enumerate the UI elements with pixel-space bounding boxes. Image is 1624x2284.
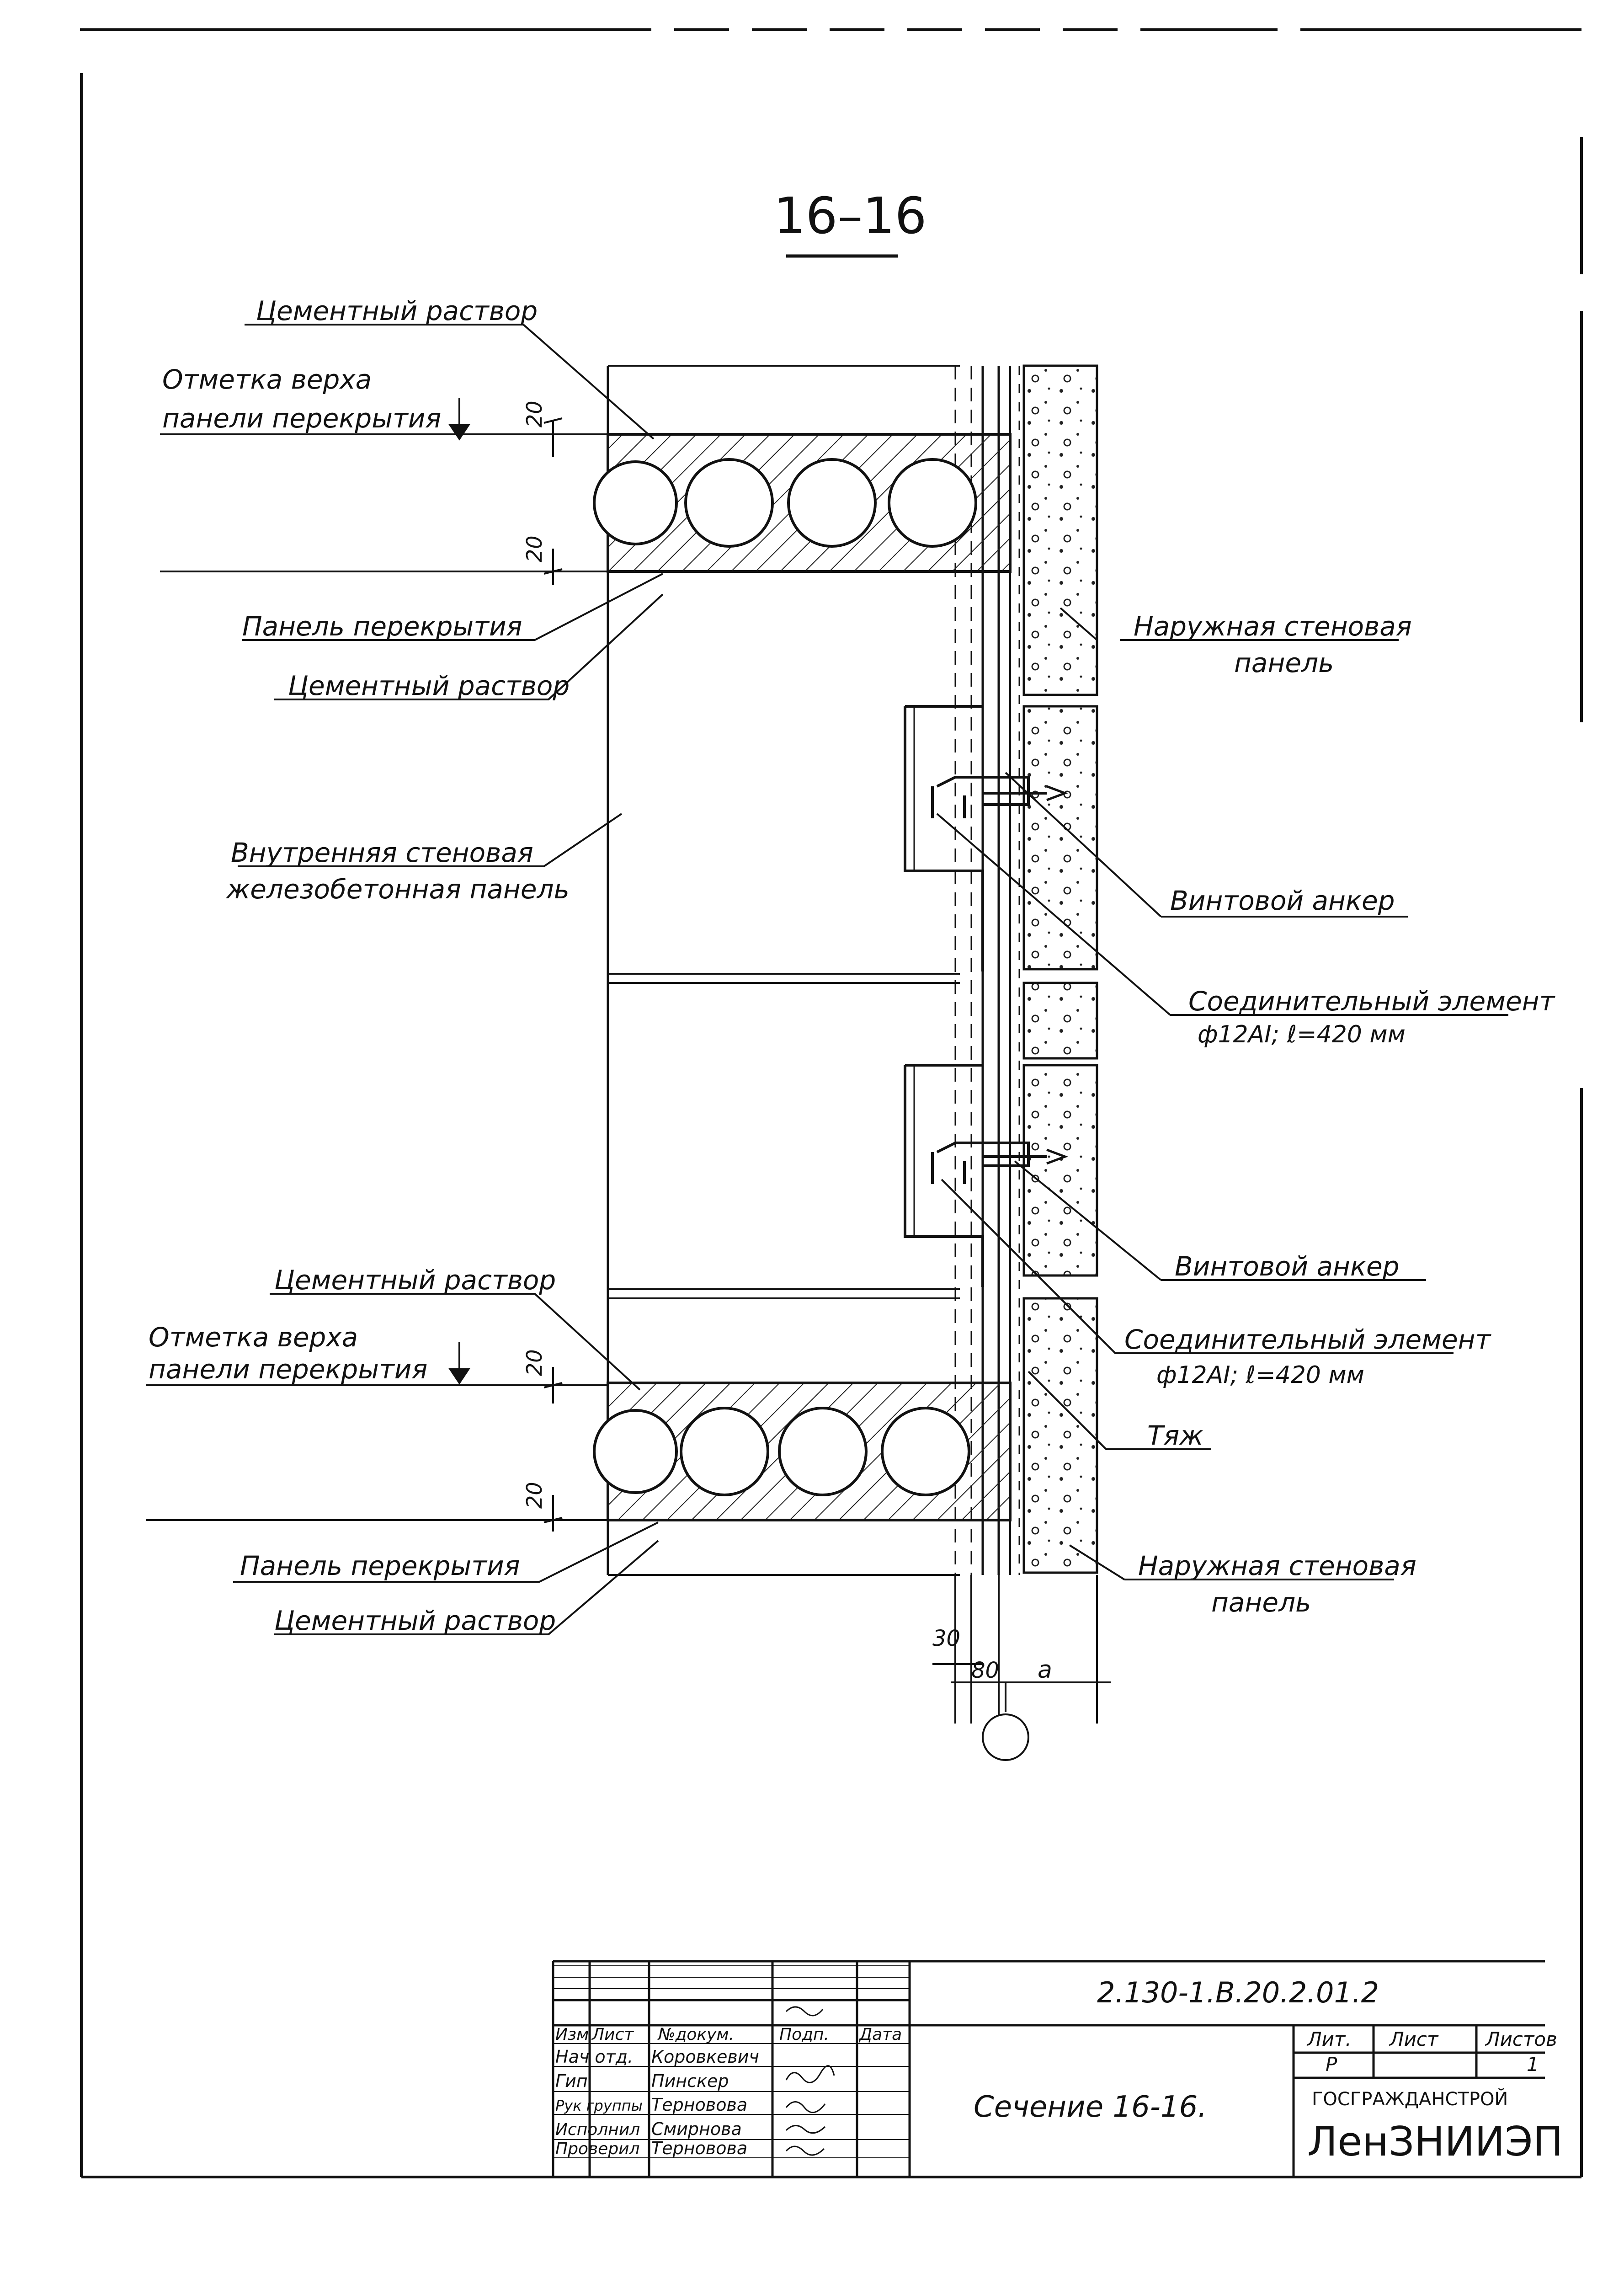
signatures (785, 2006, 835, 2156)
label-floor-panel-1: Панель перекрытия (242, 611, 522, 642)
floor-slab-2 (593, 1382, 1012, 1521)
label-dim-20-c: 20 (522, 1349, 547, 1376)
header-sheet: Лист (1389, 2028, 1439, 2050)
header-ndok: №докум. (657, 2025, 734, 2044)
label-outer-panel-1a: Наружная стеновая (1134, 611, 1412, 642)
label-dim-20-d: 20 (522, 1482, 547, 1509)
axis-bubble (982, 1713, 1029, 1761)
sheet-title: Сечение 16-16. (974, 2090, 1207, 2124)
org-name-1: ГОСГРАЖДАНСТРОЙ (1312, 2088, 1508, 2110)
label-outer-panel-1b: панель (1234, 647, 1334, 678)
name-3: Терновова (651, 2095, 747, 2115)
name-1: Коровкевич (651, 2047, 759, 2067)
label-mark-top-1a: Отметка верха (162, 364, 372, 395)
anchor-assembly-2 (904, 1064, 1069, 1287)
label-screw-anchor-2: Винтовой анкер (1175, 1251, 1399, 1282)
title-block: 2.130-1.В.20.2.01.2 Изм Лист №докум. Под… (552, 1960, 1563, 2177)
bottom-dimensions (932, 1575, 1111, 1724)
outer-wall-panel-4 (1022, 1064, 1098, 1277)
label-dim-30: 30 (932, 1626, 960, 1651)
sheet-frame (80, 28, 1583, 2178)
name-2: Пинскер (651, 2071, 729, 2091)
header-sheets: Листов (1485, 2028, 1557, 2050)
header-izm: Изм (555, 2025, 589, 2044)
header-podp: Подп. (779, 2025, 829, 2044)
dimension-marks-left (448, 398, 563, 1532)
label-screw-anchor-1: Винтовой анкер (1170, 885, 1395, 916)
role-3: Рук группы (555, 2097, 643, 2114)
section-title: 16–16 (774, 187, 927, 245)
org-name-2: ЛенЗНИИЭП (1307, 2118, 1563, 2165)
floor-slab-1 (593, 433, 1012, 573)
label-inner-panel-b: железобетонная панель (225, 874, 570, 905)
role-5: Проверил (555, 2140, 640, 2158)
outer-wall-panel-5 (1022, 1297, 1098, 1574)
outer-wall-panel-1 (1022, 364, 1098, 696)
label-connector-1a: Соединительный элемент (1188, 986, 1556, 1017)
label-tie: Тяж (1147, 1420, 1203, 1451)
labels: Цементный раствор Отметка верха панели п… (149, 295, 1556, 1684)
value-sheets: 1 (1527, 2053, 1539, 2076)
label-mortar-bot-2: Цементный раствор (274, 1605, 556, 1636)
header-list: Лист (591, 2025, 634, 2044)
label-dim-20-a: 20 (522, 400, 547, 427)
label-outer-panel-2a: Наружная стеновая (1138, 1550, 1416, 1581)
header-lit: Лит. (1306, 2028, 1352, 2050)
role-1: Нач отд. (555, 2047, 633, 2067)
label-connector-1b: ф12АI; ℓ=420 мм (1198, 1021, 1406, 1048)
label-inner-panel-a: Внутренняя стеновая (231, 837, 533, 868)
label-mortar-top-1: Цементный раствор (256, 295, 538, 326)
label-mortar-top-2: Цементный раствор (274, 1265, 556, 1296)
label-mark-top-2a: Отметка верха (149, 1322, 358, 1353)
label-dim-a: a (1038, 1656, 1052, 1684)
value-lit: Р (1326, 2053, 1337, 2076)
outer-wall-panel-2 (1022, 705, 1098, 971)
anchor-assembly-1 (904, 705, 1069, 971)
role-2: Гип (555, 2071, 588, 2091)
label-outer-panel-2b: панель (1211, 1587, 1311, 1618)
label-floor-panel-2: Панель перекрытия (240, 1550, 520, 1581)
label-dim-20-b: 20 (522, 535, 547, 562)
role-4: Исполнил (555, 2120, 640, 2139)
label-connector-2a: Соединительный элемент (1124, 1324, 1492, 1355)
label-connector-2b: ф12АI; ℓ=420 мм (1156, 1361, 1364, 1389)
leader-lines (146, 324, 1508, 1635)
name-5: Терновова (651, 2138, 747, 2158)
outer-wall-panel-3 (1022, 982, 1098, 1060)
label-mark-top-1b: панели перекрытия (162, 403, 441, 434)
header-data: Дата (858, 2025, 902, 2044)
label-dim-80: 80 (971, 1658, 999, 1683)
label-mortar-bot-1: Цементный раствор (288, 670, 570, 701)
name-4: Смирнова (651, 2119, 742, 2139)
label-mark-top-2b: панели перекрытия (149, 1354, 427, 1385)
doc-code: 2.130-1.В.20.2.01.2 (1097, 1976, 1379, 2009)
